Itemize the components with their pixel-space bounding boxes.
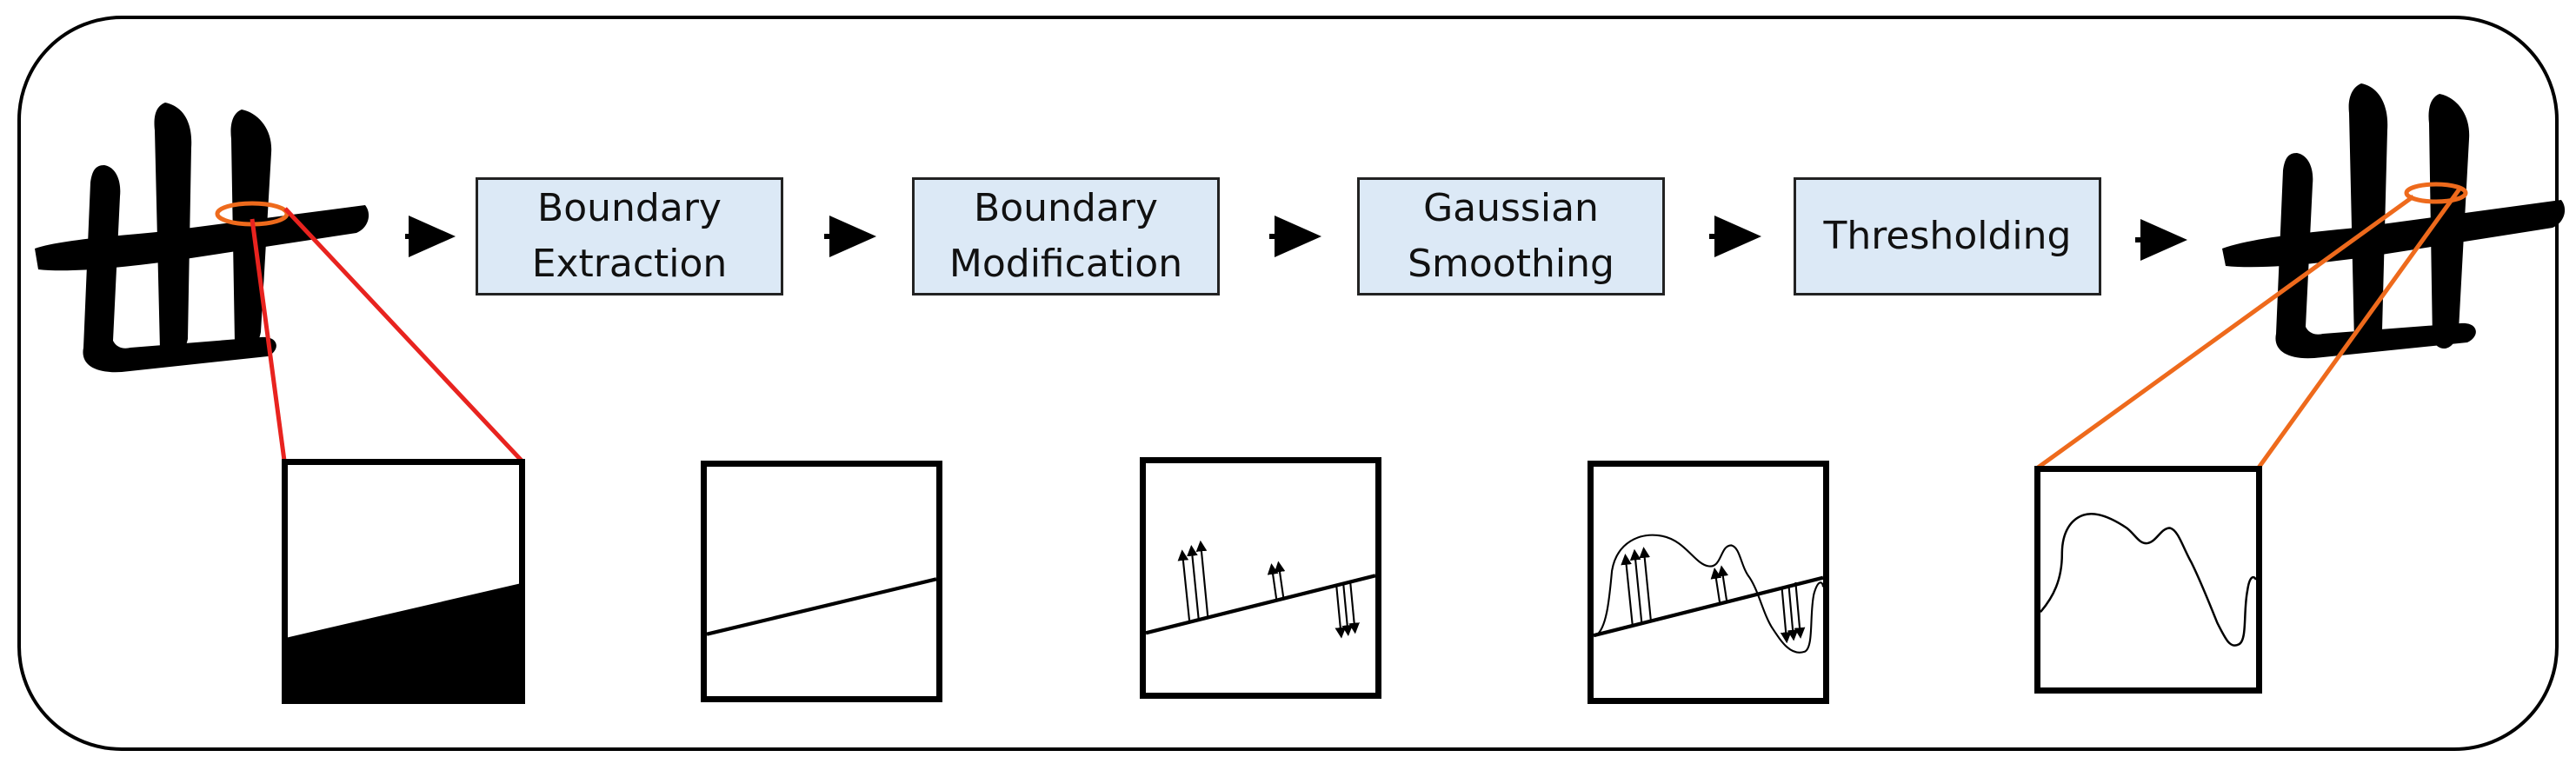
step-label: Boundary Extraction — [531, 186, 728, 286]
zoom-line — [250, 218, 287, 462]
zoom-line — [2256, 186, 2463, 469]
zoom-line — [283, 207, 523, 462]
step-thresholding: Thresholding — [1794, 177, 2101, 295]
zoom-region-output — [2404, 182, 2468, 204]
panel-thresholding — [2034, 466, 2262, 694]
panel-boundary-extraction — [701, 461, 942, 702]
panel-zoom-input — [282, 459, 525, 704]
diagram-frame — [17, 16, 2559, 751]
panel-gaussian-smoothing — [1588, 461, 1829, 704]
step-boundary-modification: Boundary Modification — [912, 177, 1220, 295]
step-label: Gaussian Smoothing — [1408, 186, 1614, 286]
panel-boundary-modification — [1140, 457, 1381, 699]
step-label: Thresholding — [1823, 214, 2072, 258]
zoom-line — [2036, 194, 2415, 470]
step-boundary-extraction: Boundary Extraction — [476, 177, 783, 295]
calligraphy-glyph-output — [2222, 83, 2566, 359]
calligraphy-glyph-input — [35, 103, 369, 373]
step-gaussian-smoothing: Gaussian Smoothing — [1357, 177, 1665, 295]
step-label: Boundary Modification — [949, 186, 1183, 286]
